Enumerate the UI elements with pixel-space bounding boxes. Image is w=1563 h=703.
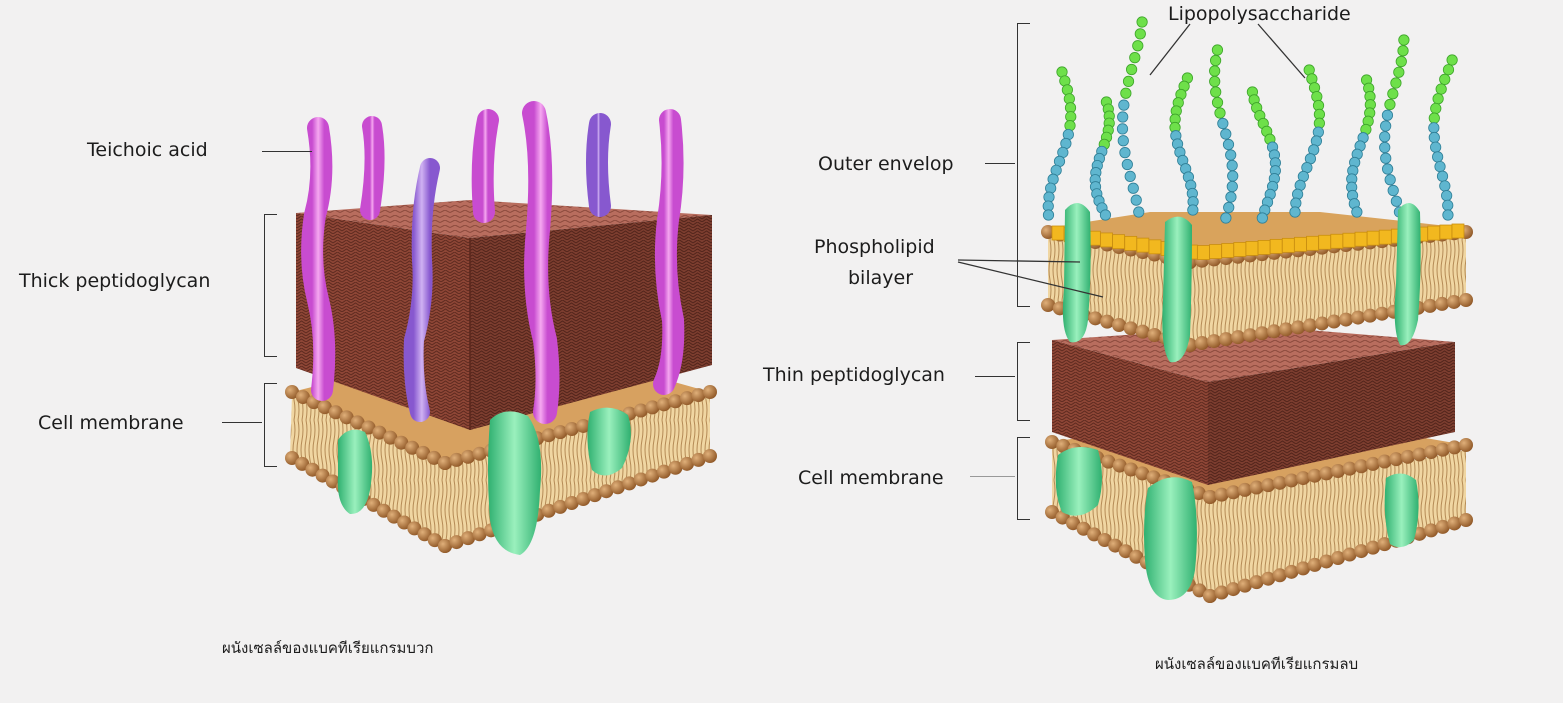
gn-outer-envelope [1041, 212, 1473, 352]
gp-cell-membrane-leader [222, 422, 262, 424]
gn-membrane-protein [1384, 473, 1419, 548]
thick-peptidoglycan-bracket [264, 214, 277, 357]
gn-cell-membrane-bracket [1017, 437, 1030, 520]
outer-envelop-label: Outer envelop [818, 153, 954, 175]
gp-membrane-protein [488, 411, 542, 555]
gp-cell-membrane-label: Cell membrane [38, 412, 184, 434]
thick-peptidoglycan-label: Thick peptidoglycan [19, 270, 211, 292]
gp-membrane-protein [587, 407, 631, 476]
thin-peptidoglycan-leader [975, 376, 1015, 378]
gp-teichoic-acids [301, 101, 685, 424]
phospholipid-label-line2: bilayer [848, 267, 914, 289]
gp-membrane-protein [337, 429, 373, 515]
gram-positive-diagram [285, 101, 717, 555]
gn-membrane-protein [1055, 446, 1102, 516]
gram-negative-diagram [1041, 16, 1473, 603]
gp-cell-membrane-bracket [264, 383, 277, 467]
gn-lipopolysaccharides [1042, 16, 1458, 224]
gram-positive-caption: ผนังเซลล์ของแบคทีเรียแกรมบวก [222, 639, 434, 657]
leader-lines [957, 23, 1306, 298]
phospholipid-label-line1: Phospholipid [814, 236, 935, 258]
gn-outer-protein [1062, 202, 1091, 343]
teichoic-acid-label: Teichoic acid [87, 139, 208, 161]
thin-peptidoglycan-label: Thin peptidoglycan [763, 364, 945, 386]
gn-outer-protein [1394, 202, 1421, 346]
gn-membrane-protein [1144, 477, 1197, 600]
outer-envelop-leader [985, 163, 1015, 165]
lipopolysaccharide-label: Lipopolysaccharide [1168, 3, 1351, 25]
thin-peptidoglycan-bracket [1017, 342, 1030, 421]
teichoic-acid-leader [262, 151, 312, 153]
gn-cell-membrane-leader [970, 476, 1015, 478]
gn-cell-membrane-label: Cell membrane [798, 467, 944, 489]
outer-envelop-bracket [1017, 23, 1030, 307]
gram-negative-caption: ผนังเซลล์ของแบคทีเรียแกรมลบ [1155, 655, 1359, 673]
gn-outer-protein [1162, 216, 1192, 363]
